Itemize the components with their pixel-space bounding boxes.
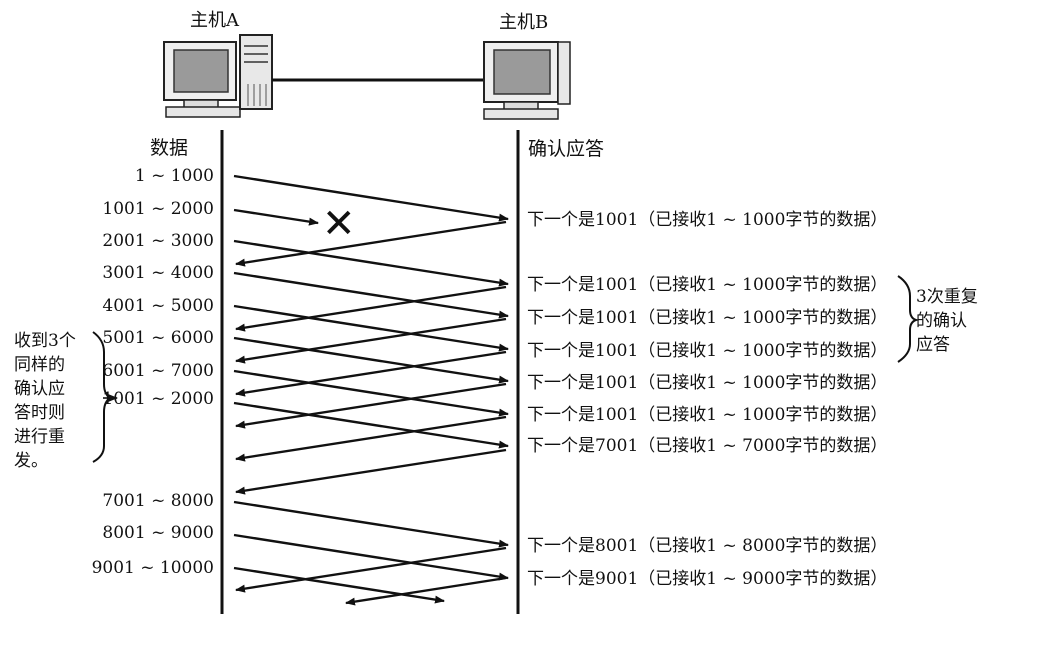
data-label: 4001 ~ 5000 [102, 296, 214, 316]
data-label: 3001 ~ 4000 [102, 263, 214, 283]
segment-arrow-7 [233, 369, 509, 417]
ack-arrow-1 [235, 220, 507, 267]
segment-arrow-6 [233, 336, 509, 384]
ack-label: 下一个是7001（已接收1 ~ 7000字节的数据） [527, 436, 888, 456]
data-header: 数据 [150, 137, 189, 159]
data-label: 2001 ~ 3000 [102, 231, 214, 251]
segment-arrow-4 [233, 271, 509, 319]
data-label: 5001 ~ 6000 [102, 328, 214, 348]
left-note-line: 答时则 [14, 403, 65, 423]
left-note-line: 收到3个 [14, 331, 76, 351]
host-a-label: 主机A [190, 10, 239, 31]
right-note-line: 应答 [916, 335, 950, 355]
left-note-line: 进行重 [14, 427, 65, 447]
data-label: 6001 ~ 7000 [102, 361, 214, 381]
ack-arrow-2 [235, 285, 507, 332]
left-note-line: 同样的 [14, 355, 65, 375]
segment-arrow-11 [233, 566, 445, 604]
ack-label: 下一个是1001（已接收1 ~ 1000字节的数据） [527, 373, 888, 393]
segment-arrow-10 [233, 533, 509, 581]
segment-arrow-1 [233, 174, 509, 222]
ack-arrow-3 [235, 317, 507, 364]
left-note-line: 确认应 [14, 379, 65, 399]
segment-arrow-lost [233, 208, 319, 226]
ack-arrow-9 [345, 576, 507, 606]
data-label: 7001 ~ 8000 [102, 491, 214, 511]
segment-arrow-retransmit [233, 401, 509, 449]
right-brace [897, 275, 920, 363]
segment-arrow-3 [233, 239, 509, 287]
data-label: 1001 ~ 2000 [102, 199, 214, 219]
data-label: 1 ~ 1000 [134, 166, 214, 186]
data-label: 9001 ~ 10000 [91, 558, 214, 578]
host-b-label: 主机B [499, 12, 549, 33]
computer-b-icon [483, 41, 571, 120]
data-label-retransmit: 1001 ~ 2000 [102, 389, 214, 409]
segment-arrow-9 [233, 500, 509, 548]
ack-arrow-5 [235, 382, 507, 429]
computer-a-icon [163, 34, 273, 118]
ack-label: 下一个是1001（已接收1 ~ 1000字节的数据） [527, 210, 888, 230]
ack-arrow-4 [235, 350, 507, 397]
lost-packet-x-icon: ✕ [322, 201, 356, 247]
ack-label: 下一个是1001（已接收1 ~ 1000字节的数据） [527, 341, 888, 361]
right-note-line: 3次重复 [916, 287, 978, 307]
ack-label: 下一个是8001（已接收1 ~ 8000字节的数据） [527, 536, 888, 556]
segment-arrow-5 [233, 304, 509, 352]
ack-arrow-8 [235, 546, 507, 593]
ack-arrow-7 [235, 448, 507, 495]
ack-label: 下一个是1001（已接收1 ~ 1000字节的数据） [527, 405, 888, 425]
left-note-line: 发。 [14, 451, 48, 471]
ack-label: 下一个是9001（已接收1 ~ 9000字节的数据） [527, 569, 888, 589]
ack-header: 确认应答 [528, 138, 605, 160]
right-note-line: 的确认 [916, 311, 967, 331]
ack-arrow-6 [235, 415, 507, 462]
ack-label: 下一个是1001（已接收1 ~ 1000字节的数据） [527, 275, 888, 295]
data-label: 8001 ~ 9000 [102, 523, 214, 543]
ack-label: 下一个是1001（已接收1 ~ 1000字节的数据） [527, 308, 888, 328]
